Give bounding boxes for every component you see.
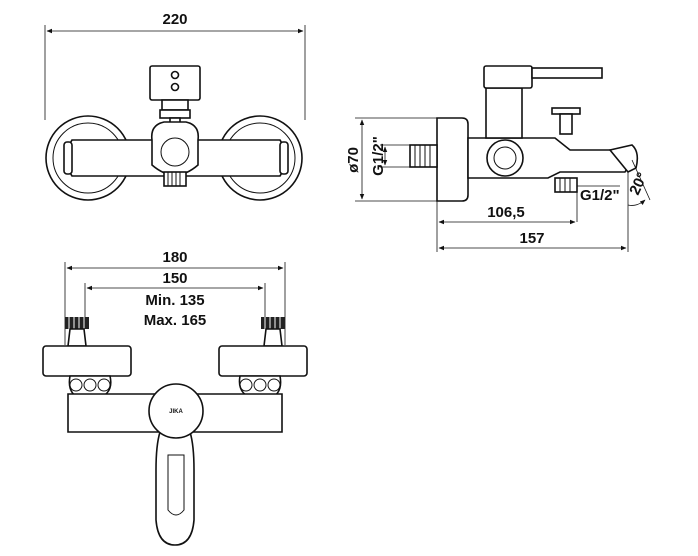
front-handle-stem — [161, 99, 189, 111]
top-cartridge — [148, 383, 204, 439]
top-right-eccentric — [263, 328, 283, 347]
side-inlet-thread-label: G1/2" — [370, 136, 387, 176]
top-right-thread — [261, 317, 285, 329]
side-outlet-thread — [554, 177, 578, 193]
front-handle-hole-bottom — [170, 82, 180, 92]
front-width-label: 220 — [162, 11, 187, 28]
side-inlet-thread — [409, 144, 438, 168]
side-knob-ring — [493, 146, 517, 170]
side-total-depth-label: 157 — [519, 230, 544, 247]
top-brand-logo: JIKA — [169, 409, 183, 415]
front-right-cap — [279, 141, 289, 175]
side-lever-head — [483, 65, 533, 89]
side-wall-plate — [436, 117, 469, 202]
side-diverter-cap — [551, 107, 581, 115]
top-max-label: Max. 165 — [144, 312, 207, 329]
top-left-eccentric — [67, 328, 87, 347]
front-central-hub — [150, 121, 200, 176]
front-handle-hole-top — [170, 70, 180, 80]
side-outlet-thread-label: G1/2" — [580, 187, 620, 204]
side-view: ø70 G1/2" G1/2" 20° 106,5 — [345, 65, 651, 252]
front-outlet-thread — [163, 171, 187, 187]
side-diverter-stem — [559, 113, 573, 135]
diverter-knob — [159, 109, 191, 119]
top-right-escutcheon — [218, 345, 308, 377]
front-hub-ring — [160, 137, 190, 167]
front-left-cap — [63, 141, 73, 175]
top-view: 180 150 Min. 135 Max. 165 — [42, 249, 308, 546]
side-knob-hub — [486, 139, 524, 177]
top-center-distance-label: 150 — [162, 270, 187, 287]
side-cartridge-column — [485, 87, 523, 139]
top-spout — [155, 431, 195, 546]
top-min-label: Min. 135 — [145, 292, 204, 309]
front-view: 220 — [44, 11, 306, 201]
top-spout-inner — [167, 454, 185, 516]
side-diameter-label: ø70 — [345, 147, 362, 173]
top-left-thread — [65, 317, 89, 329]
top-overall-width-label: 180 — [162, 249, 187, 266]
front-width-dimension: 220 — [44, 11, 306, 120]
side-lever-arm — [531, 67, 603, 79]
top-left-escutcheon — [42, 345, 132, 377]
side-depth-label: 106,5 — [487, 204, 525, 221]
